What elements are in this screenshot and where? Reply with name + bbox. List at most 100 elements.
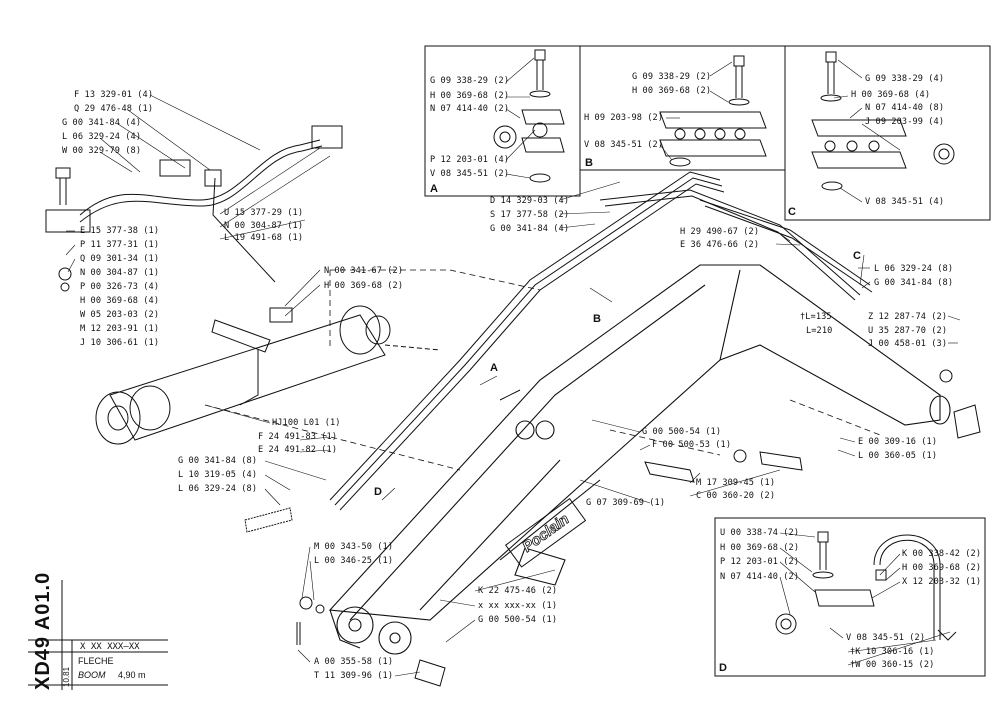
part-label: G 09 338-29 (2) — [632, 72, 712, 82]
part-label: Z 12 287-74 (2) — [868, 312, 948, 322]
tube-letter-b: B — [593, 313, 601, 325]
part-label: L 19 491-68 (1) — [224, 233, 304, 243]
doc-code: XD49 A01.0 — [32, 571, 54, 690]
part-label: N 07 414-40 (2) — [720, 572, 800, 582]
part-label: E 36 476-66 (2) — [680, 240, 760, 250]
part-label: H 00 369-68 (4) — [851, 90, 931, 100]
part-label: G 07 309-69 (1) — [586, 498, 666, 508]
part-label: W 05 203-03 (2) — [80, 310, 160, 320]
part-label: K 22 475-46 (2) — [478, 586, 558, 596]
boom-structure — [328, 264, 951, 655]
detail-letter-d: D — [719, 662, 727, 674]
part-label: J 00 458-01 (3) — [868, 339, 948, 349]
part-label: D 14 329-03 (4) — [490, 196, 570, 206]
detail-d-clamp — [775, 531, 957, 641]
hydraulic-tubes — [329, 171, 873, 511]
part-label: X 12 203-32 (1) — [902, 577, 982, 587]
part-label: †L=135 — [800, 312, 832, 322]
detail-b-clamp — [659, 55, 767, 167]
part-label: HJ100 L01 (1) — [272, 418, 341, 428]
part-label: G 00 500-54 (1) — [478, 615, 558, 625]
part-label: A 00 355-58 (1) — [314, 657, 394, 667]
pins-and-fasteners — [244, 369, 981, 687]
part-label: F 24 491-83 (1) — [258, 432, 338, 442]
part-name-en: BOOM — [78, 670, 106, 680]
detail-a-clamp — [493, 49, 565, 183]
ref-number: X XX XXX–XX — [80, 642, 140, 652]
part-label: L 10 319-05 (4) — [178, 470, 258, 480]
part-label: L 06 329-24 (8) — [874, 264, 954, 274]
tube-letter-c: C — [853, 250, 861, 262]
part-label: M 00 343-50 (1) — [314, 542, 394, 552]
detail-letter-a: A — [430, 183, 438, 195]
part-label: P 12 203-01 (2) — [720, 557, 800, 567]
part-label: M 12 203-91 (1) — [80, 324, 160, 334]
part-label: V 08 345-51 (2) — [584, 140, 664, 150]
dashed-connection-lines — [204, 269, 881, 471]
part-label: x xx xxx-xx (1) — [478, 601, 558, 611]
part-label: T 11 309-96 (1) — [314, 671, 394, 681]
part-label: V 08 345-51 (2) — [430, 169, 510, 179]
part-label: S 17 377-58 (2) — [490, 210, 570, 220]
part-label: L=210 — [806, 326, 833, 336]
part-label: H 00 369-68 (2) — [324, 281, 404, 291]
part-label: K 00 338-42 (2) — [902, 549, 982, 559]
part-label: G 09 338-29 (4) — [865, 74, 945, 84]
part-label: H 00 369-68 (2) — [430, 91, 510, 101]
part-label: G 00 341-84 (8) — [874, 278, 954, 288]
tube-letter-a: A — [490, 362, 498, 374]
part-label: N 07 414-40 (2) — [430, 104, 510, 114]
part-label: L 06 329-24 (4) — [62, 132, 142, 142]
leader-lines — [65, 57, 961, 677]
part-label: C 00 360-20 (2) — [696, 491, 776, 501]
part-label: J 10 306-61 (1) — [80, 338, 160, 348]
detail-letter-c: C — [788, 206, 796, 218]
part-label: N 07 414-40 (8) — [865, 103, 945, 113]
part-label: U 15 377-29 (1) — [224, 208, 304, 218]
part-label: H 00 369-68 (2) — [720, 543, 800, 553]
part-label: H 00 369-68 (4) — [80, 296, 160, 306]
part-label: V 08 345-51 (4) — [865, 197, 945, 207]
part-label: F 00 500-53 (1) — [652, 440, 732, 450]
part-label: H 29 490-67 (2) — [680, 227, 760, 237]
part-label: L 00 360-05 (1) — [858, 451, 938, 461]
part-label: J 09 203-99 (4) — [865, 117, 945, 127]
part-label: H 09 203-98 (2) — [584, 113, 664, 123]
part-label: H 00 369-68 (2) — [902, 563, 982, 573]
part-label: E 15 377-38 (1) — [80, 226, 160, 236]
part-label: V 08 345-51 (2) — [846, 633, 926, 643]
part-label: G 00 341-84 (4) — [490, 224, 570, 234]
part-label: †W 00 360-15 (2) — [850, 660, 935, 670]
part-label: N 00 304-87 (1) — [224, 221, 304, 231]
part-label: N 00 304-87 (1) — [80, 268, 160, 278]
part-label: G 00 500-54 (1) — [642, 427, 722, 437]
part-label: P 12 203-01 (4) — [430, 155, 510, 165]
part-label: G 00 341-84 (8) — [178, 456, 258, 466]
title-block-frame — [28, 580, 168, 690]
part-label: H 00 369-68 (2) — [632, 86, 712, 96]
detail-letter-b: B — [585, 157, 593, 169]
part-label: G 09 338-29 (2) — [430, 76, 510, 86]
part-label: U 00 338-74 (2) — [720, 528, 800, 538]
part-label: P 00 326-73 (4) — [80, 282, 160, 292]
part-label: G 00 341-84 (4) — [62, 118, 142, 128]
left-tube-assembly — [45, 125, 343, 406]
part-label: L 00 346-25 (1) — [314, 556, 394, 566]
tube-letter-d: D — [374, 486, 382, 498]
part-label: E 24 491-82 (1) — [258, 445, 338, 455]
part-label: L 06 329-24 (8) — [178, 484, 258, 494]
part-label: †K 10 306-16 (1) — [850, 647, 935, 657]
part-label: Q 09 301-34 (1) — [80, 254, 160, 264]
boom-cylinder — [95, 305, 441, 445]
part-label: Q 29 476-48 (1) — [74, 104, 154, 114]
doc-date: 10.81 — [62, 666, 71, 687]
boom-size: 4,90 m — [118, 670, 146, 680]
part-label: P 11 377-31 (1) — [80, 240, 160, 250]
part-label: N 00 341-67 (2) — [324, 266, 404, 276]
part-label: W 00 329-79 (8) — [62, 146, 142, 156]
part-label: E 00 309-16 (1) — [858, 437, 938, 447]
detail-c-clamp — [811, 51, 955, 191]
part-label: U 35 287-70 (2) — [868, 326, 948, 336]
